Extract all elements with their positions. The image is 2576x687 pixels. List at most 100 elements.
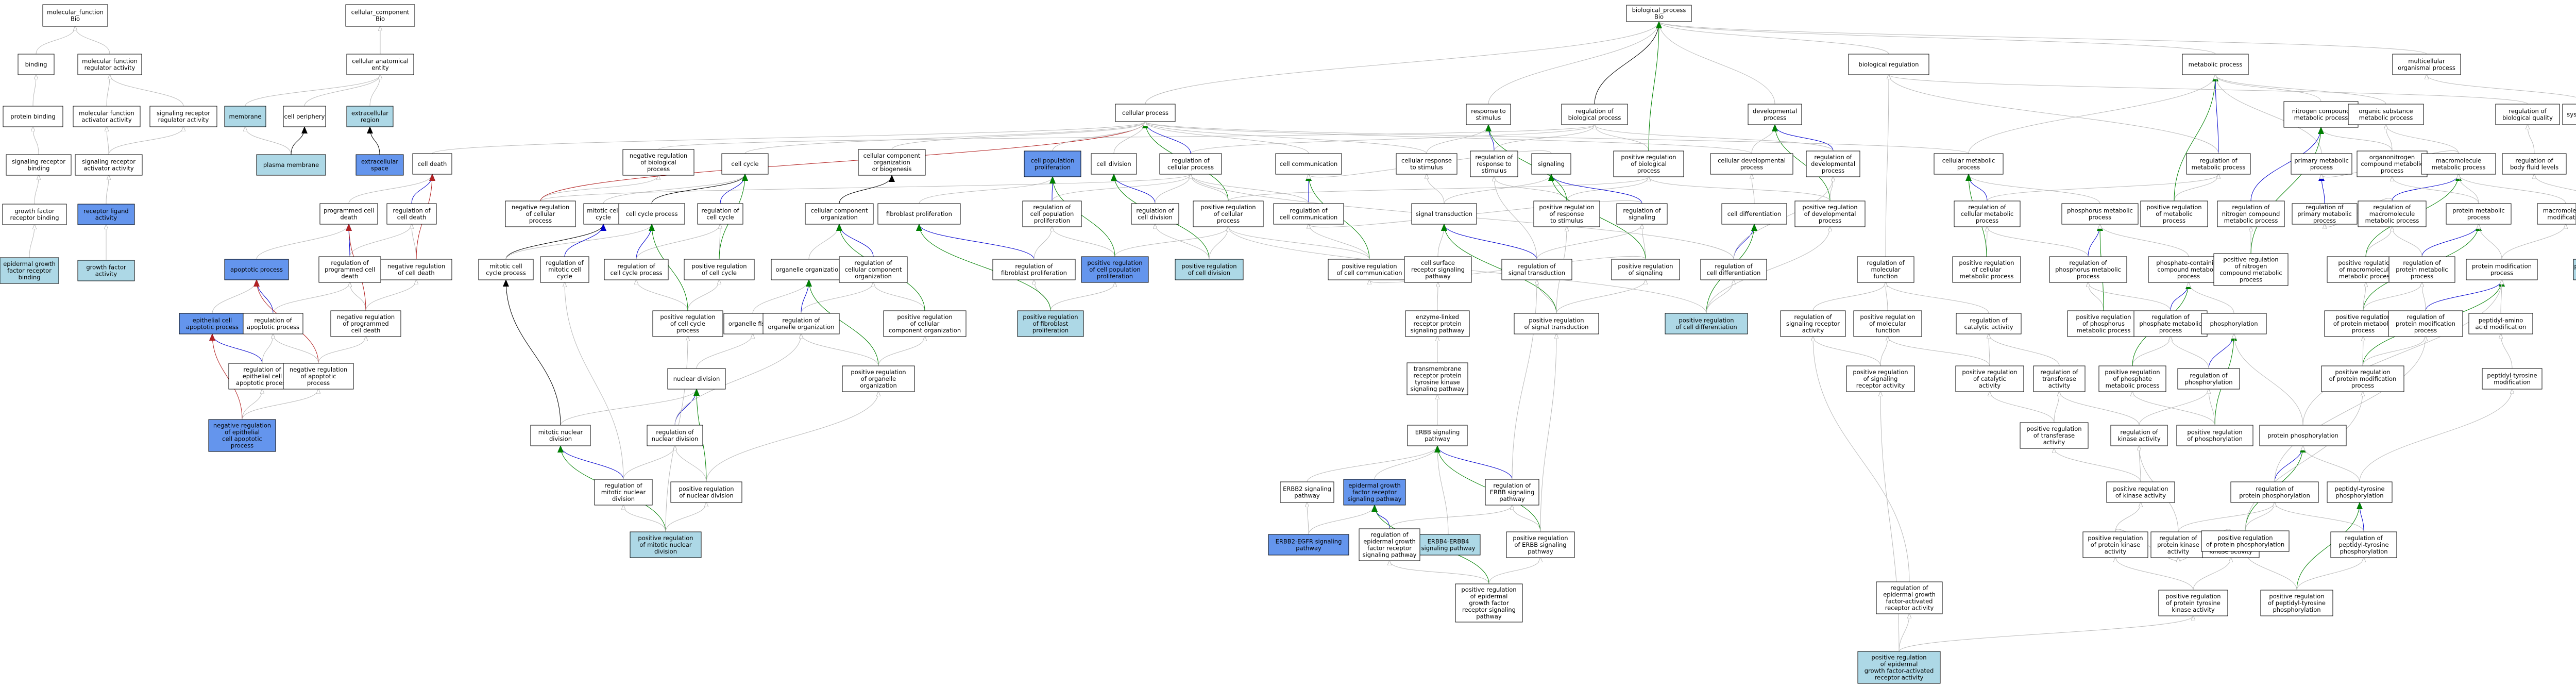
term-node-signaling[interactable]: signaling	[1531, 153, 1571, 175]
term-node-apop[interactable]: apoptotic process	[224, 259, 289, 280]
term-node-cellcomm[interactable]: cell communication	[1275, 153, 1342, 175]
term-node-nucdiv[interactable]: nuclear division	[667, 368, 726, 390]
term-node-protbind[interactable]: protein binding	[3, 106, 63, 127]
term-node-orgorg[interactable]: organelle organization	[771, 259, 847, 280]
term-node-sigtrans[interactable]: signal transduction	[1411, 203, 1477, 225]
term-node-protphos[interactable]: protein phosphorylation	[2259, 425, 2347, 446]
term-node-ccproc[interactable]: cell cycle process	[618, 203, 685, 225]
term-node-celldeath[interactable]: cell death	[412, 153, 452, 175]
term-node-binding[interactable]: binding	[18, 54, 55, 75]
term-node-celldiff[interactable]: cell differentiation	[1721, 203, 1787, 225]
term-node-membrane[interactable]: membrane	[224, 106, 266, 127]
term-node-phosphorylation[interactable]: phosphorylation	[2201, 313, 2267, 334]
term-node-pm[interactable]: plasma membrane	[256, 154, 326, 176]
term-node-cp[interactable]: cellular process	[1115, 104, 1176, 122]
term-node-bioreg[interactable]: biological regulation	[1848, 54, 1929, 75]
